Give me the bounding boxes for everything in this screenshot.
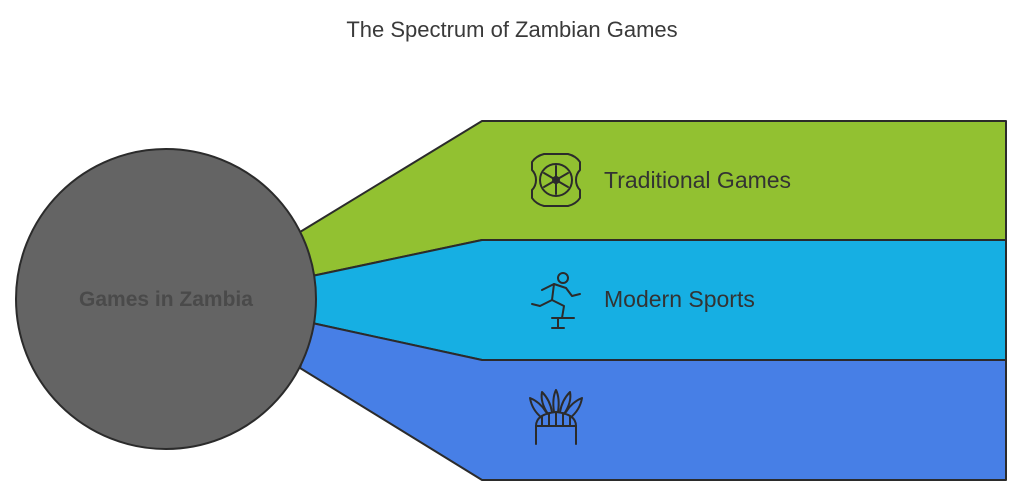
runner-hurdle-icon — [531, 272, 581, 329]
branch-label-modern-sports: Modern Sports — [604, 286, 755, 312]
center-label: Games in Zambia — [79, 288, 253, 311]
center-circle — [15, 148, 317, 450]
branch-label-traditional-games: Traditional Games — [604, 167, 791, 193]
feather-headdress-icon — [529, 389, 583, 445]
diagram-title: The Spectrum of Zambian Games — [346, 17, 677, 42]
shield-icon — [531, 153, 581, 207]
